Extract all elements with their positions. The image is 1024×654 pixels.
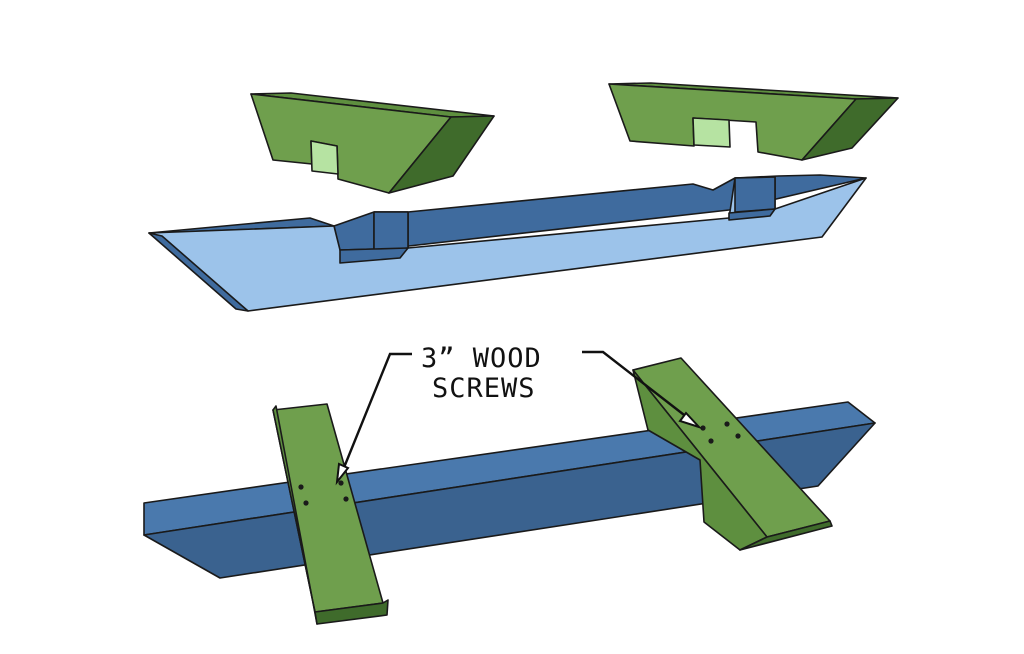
screw-hole [303,500,309,506]
screw-hole [298,484,304,490]
notched-blue-board-left-notch-wall [373,211,409,252]
right-green-block-notch [692,117,731,148]
right-green-block [608,82,899,161]
screw-hole [338,480,344,486]
left-green-crosspiece [272,403,389,625]
right-green-crosspiece [632,357,833,551]
screw-callout: 3” WOOD SCREWS [335,343,703,486]
callout-leader-left [341,352,412,471]
screw-hole [343,496,349,502]
screw-hole [708,438,714,444]
screw-hole [700,425,706,431]
notched-blue-board-right-notch-floor [728,208,776,221]
left-green-block-end [388,115,495,194]
left-green-crosspiece-end [314,599,389,625]
right-green-block-end [801,97,899,161]
callout-line-1: 3” WOOD [421,343,542,374]
notched-blue-board-left-bevel [148,232,249,312]
left-green-block-notch [310,140,339,175]
notched-blue-board-right-notch-wall [734,176,776,213]
right-green-crosspiece-end [739,520,833,551]
notched-blue-board-left-notch-floor [339,247,409,264]
callout-leader-right [582,350,689,419]
callout-arrowhead-left [335,462,350,486]
callout-line-2: SCREWS [432,373,536,404]
screw-hole [724,421,730,427]
screw-hole [735,433,741,439]
assembled-view [143,357,876,625]
exploded-view [148,82,899,312]
callout-arrowhead-right [678,411,703,430]
left-green-block [250,92,495,194]
notched-blue-board [148,174,867,312]
